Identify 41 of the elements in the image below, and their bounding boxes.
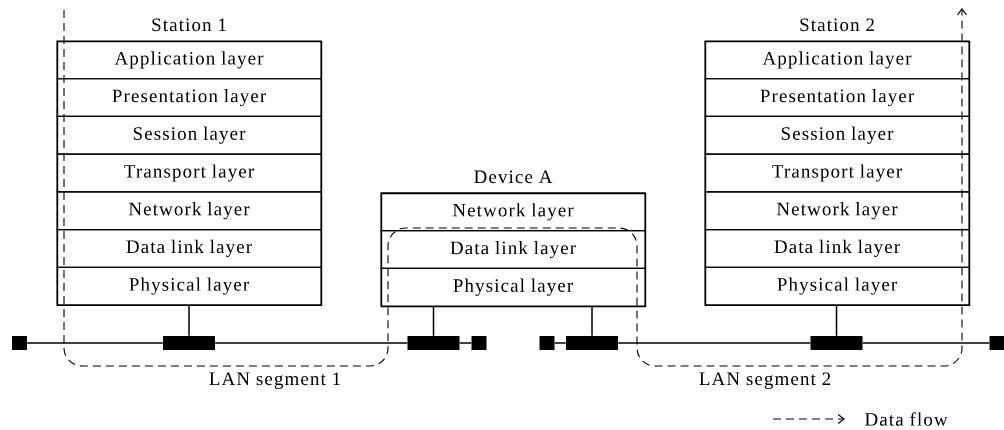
connector-line bbox=[432, 305, 435, 337]
layer-box: Network layer bbox=[56, 191, 322, 231]
stack-heading: Station 2 bbox=[800, 18, 874, 32]
stack-heading: Device A bbox=[474, 170, 553, 184]
bus-cable bbox=[458, 342, 473, 344]
layer-box: Application layer bbox=[56, 40, 322, 80]
layer-box: Application layer bbox=[704, 40, 970, 80]
layer-box: Presentation layer bbox=[704, 78, 970, 118]
layer-box: Transport layer bbox=[56, 153, 322, 193]
connector-line bbox=[591, 305, 593, 337]
transceiver-block bbox=[407, 336, 460, 350]
transceiver-block bbox=[163, 336, 215, 350]
layer-box: Physical layer bbox=[704, 266, 970, 306]
layer-box: Data link layer bbox=[704, 228, 970, 268]
bus-cable bbox=[617, 342, 812, 344]
layer-box: Data link layer bbox=[56, 228, 322, 268]
segment-label: LAN segment 1 bbox=[209, 372, 340, 390]
terminator-block bbox=[471, 336, 487, 350]
connector-line bbox=[835, 304, 838, 337]
layer-box: Physical layer bbox=[56, 266, 322, 306]
layer-box: Presentation layer bbox=[56, 78, 322, 118]
layer-box: Transport layer bbox=[704, 153, 970, 193]
terminator-block bbox=[989, 336, 1004, 350]
layer-box: Physical layer bbox=[380, 267, 646, 307]
segment-label: LAN segment 2 bbox=[699, 372, 831, 390]
bus-cable bbox=[26, 342, 164, 344]
stack-heading: Station 1 bbox=[152, 18, 226, 32]
terminator-block bbox=[12, 336, 27, 350]
bus-cable bbox=[214, 342, 409, 344]
layer-box: Data link layer bbox=[380, 230, 646, 270]
legend-text: Data flow bbox=[865, 412, 948, 426]
bus-cable bbox=[861, 342, 991, 344]
layer-box: Network layer bbox=[380, 192, 646, 232]
transceiver-block bbox=[810, 336, 863, 350]
layer-box: Session layer bbox=[704, 115, 970, 155]
terminator-block bbox=[539, 336, 555, 350]
layer-box: Session layer bbox=[56, 115, 322, 155]
transceiver-block bbox=[566, 336, 618, 350]
layer-box: Network layer bbox=[704, 191, 970, 231]
bus-cable bbox=[553, 342, 567, 344]
connector-line bbox=[188, 304, 190, 337]
